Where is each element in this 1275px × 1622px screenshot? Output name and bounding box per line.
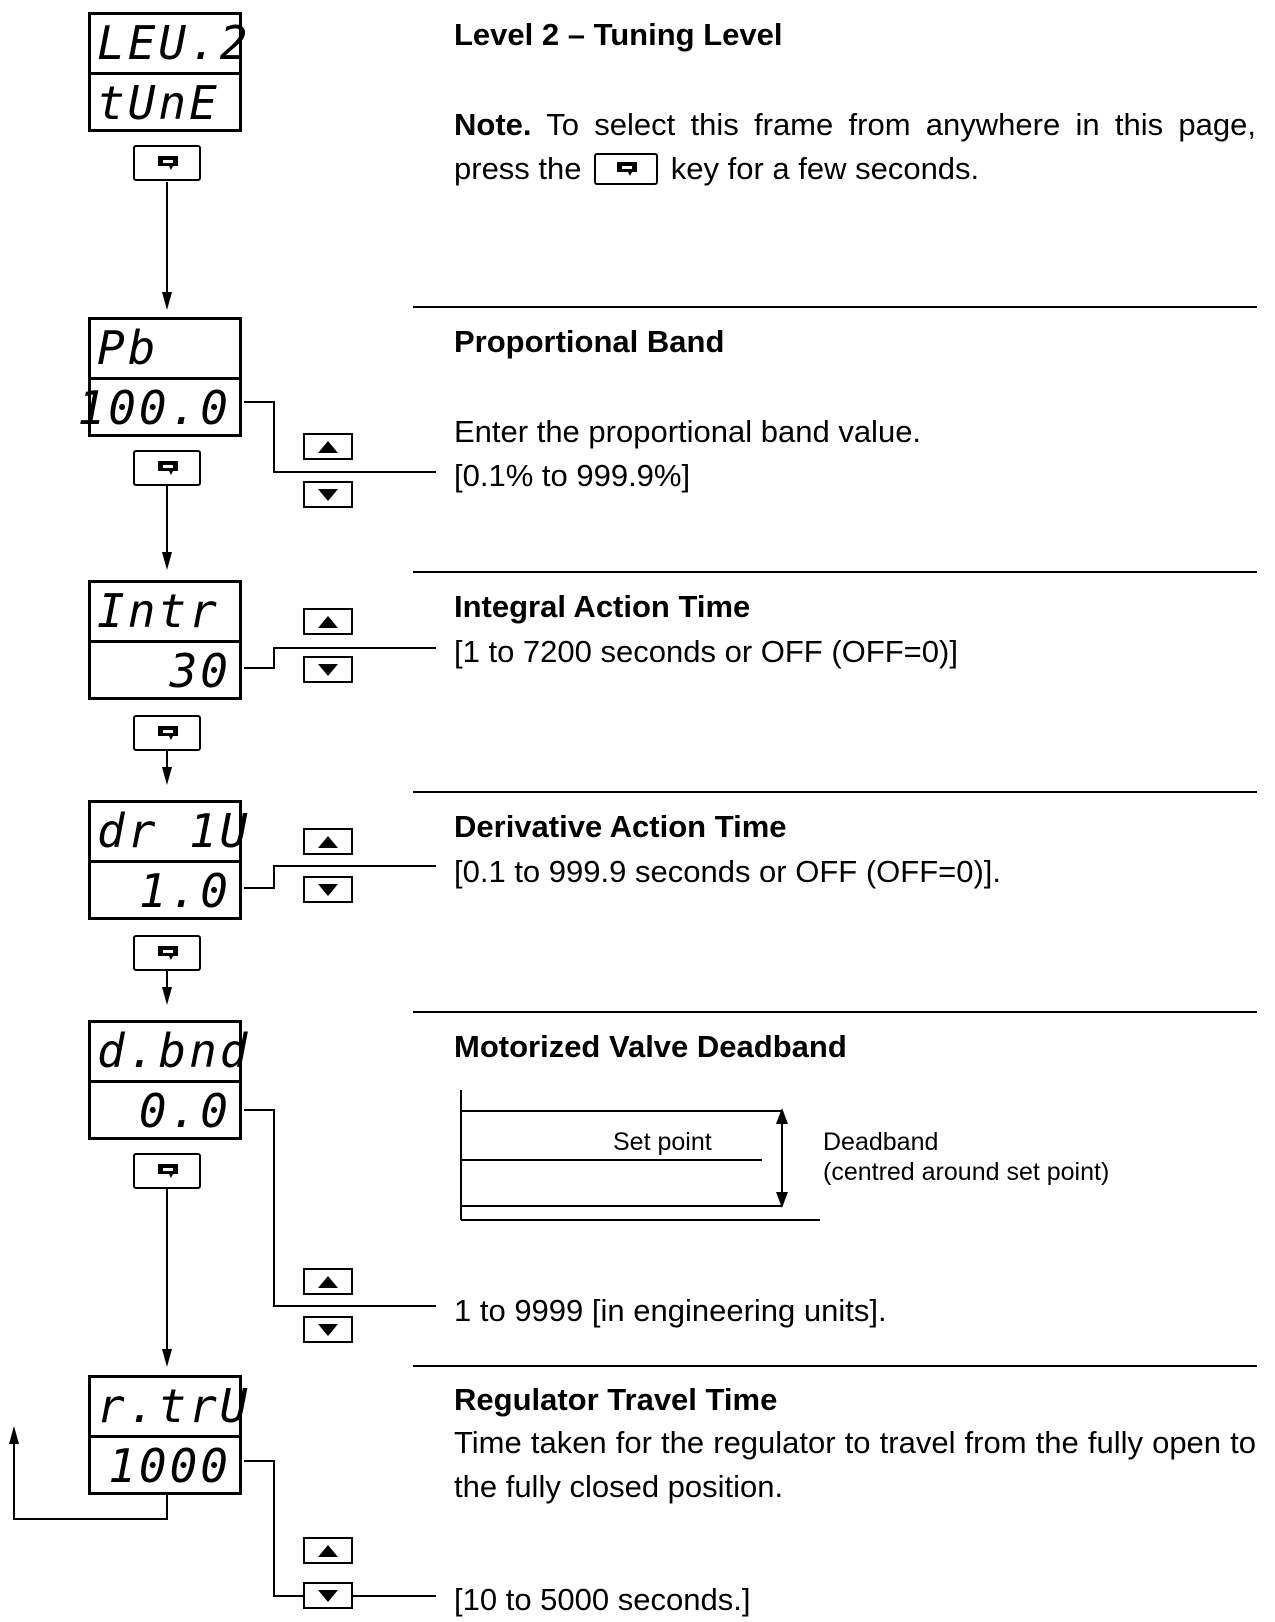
display-top-text: Intr	[97, 584, 220, 638]
prop-band-heading: Proportional Band	[454, 324, 725, 359]
lower-key-button[interactable]	[303, 1582, 353, 1609]
scroll-return-key-icon	[158, 461, 178, 475]
deadband-note: (centred around set point)	[823, 1158, 1110, 1186]
up-arrow-icon	[318, 1545, 338, 1557]
display-frame-level2: LEU.2 tUnE	[88, 12, 247, 132]
level2-heading: Level 2 – Tuning Level	[454, 17, 783, 52]
display-top-text: r.trU	[97, 1379, 251, 1433]
display-bottom-text: 0.0	[138, 1084, 231, 1138]
lower-key-button[interactable]	[303, 481, 353, 508]
raise-key-button[interactable]	[303, 1268, 353, 1295]
travel-heading: Regulator Travel Time	[454, 1382, 778, 1417]
down-arrow-icon	[318, 489, 338, 501]
display-frame-prop-band: Pb 100.0	[78, 317, 242, 437]
scroll-return-key-icon	[158, 156, 178, 170]
section-divider	[413, 791, 1257, 793]
section-divider	[413, 306, 1257, 308]
up-arrow-icon	[318, 1276, 338, 1288]
mode-key-button[interactable]	[133, 1153, 201, 1189]
scroll-return-key-icon	[158, 946, 178, 960]
deadband-label: Deadband	[823, 1128, 939, 1156]
up-arrow-icon	[318, 441, 338, 453]
mode-key-button[interactable]	[133, 935, 201, 971]
section-divider	[413, 1365, 1257, 1367]
prop-band-range: [0.1% to 999.9%]	[454, 458, 691, 493]
lower-key-button[interactable]	[303, 1316, 353, 1343]
raise-key-button[interactable]	[303, 608, 353, 635]
travel-description: Time taken for the regulator to travel f…	[454, 1425, 1256, 1504]
up-arrow-icon	[318, 836, 338, 848]
display-bottom-text: 1.0	[138, 864, 231, 918]
down-arrow-icon	[318, 1324, 338, 1336]
mode-key-button[interactable]	[133, 715, 201, 751]
note-text-pre: To select this frame from anywhere in th…	[454, 107, 1256, 186]
deadband-range: 1 to 9999 [in engineering units].	[454, 1293, 887, 1328]
display-bottom-text: tUnE	[97, 76, 220, 130]
display-bottom-text: 30	[169, 644, 231, 698]
scroll-return-key-icon	[617, 162, 638, 176]
raise-key-button[interactable]	[303, 1537, 353, 1564]
inline-mode-key	[594, 153, 659, 185]
lower-key-button[interactable]	[303, 656, 353, 683]
display-frame-deadband: d.bnd 0.0	[88, 1020, 247, 1140]
scroll-return-key-icon	[158, 1164, 178, 1178]
display-top-text: Pb	[97, 321, 159, 375]
display-frame-travel: r.trU 1000	[88, 1375, 247, 1495]
display-frame-derivative: dr 1U 1.0	[88, 800, 247, 920]
display-bottom-text: 100.0	[77, 381, 231, 435]
raise-key-button[interactable]	[303, 828, 353, 855]
derivative-heading: Derivative Action Time	[454, 809, 787, 844]
note-label: Note.	[454, 107, 532, 142]
display-frame-integral: Intr 30	[88, 580, 242, 700]
travel-range: [10 to 5000 seconds.]	[454, 1582, 751, 1617]
section-divider	[413, 571, 1257, 573]
lower-key-button[interactable]	[303, 876, 353, 903]
display-top-text: dr 1U	[97, 804, 251, 858]
display-top-text: LEU.2	[97, 16, 251, 70]
setpoint-label: Set point	[613, 1128, 712, 1156]
display-top-text: d.bnd	[97, 1024, 251, 1078]
level2-note: Note. To select this frame from anywhere…	[454, 103, 1256, 191]
section-divider	[413, 1011, 1257, 1013]
mode-key-button[interactable]	[133, 450, 201, 486]
deadband-heading: Motorized Valve Deadband	[454, 1029, 847, 1064]
mode-key-button[interactable]	[133, 145, 201, 181]
up-arrow-icon	[318, 616, 338, 628]
down-arrow-icon	[318, 1590, 338, 1602]
integral-range: [1 to 7200 seconds or OFF (OFF=0)]	[454, 634, 958, 669]
prop-band-description: Enter the proportional band value.	[454, 414, 922, 449]
display-bottom-text: 1000	[108, 1439, 231, 1493]
derivative-range: [0.1 to 999.9 seconds or OFF (OFF=0)].	[454, 854, 1002, 889]
down-arrow-icon	[318, 884, 338, 896]
raise-key-button[interactable]	[303, 433, 353, 460]
integral-heading: Integral Action Time	[454, 589, 751, 624]
down-arrow-icon	[318, 664, 338, 676]
note-text-post: key for a few seconds.	[662, 151, 980, 186]
scroll-return-key-icon	[158, 726, 178, 740]
